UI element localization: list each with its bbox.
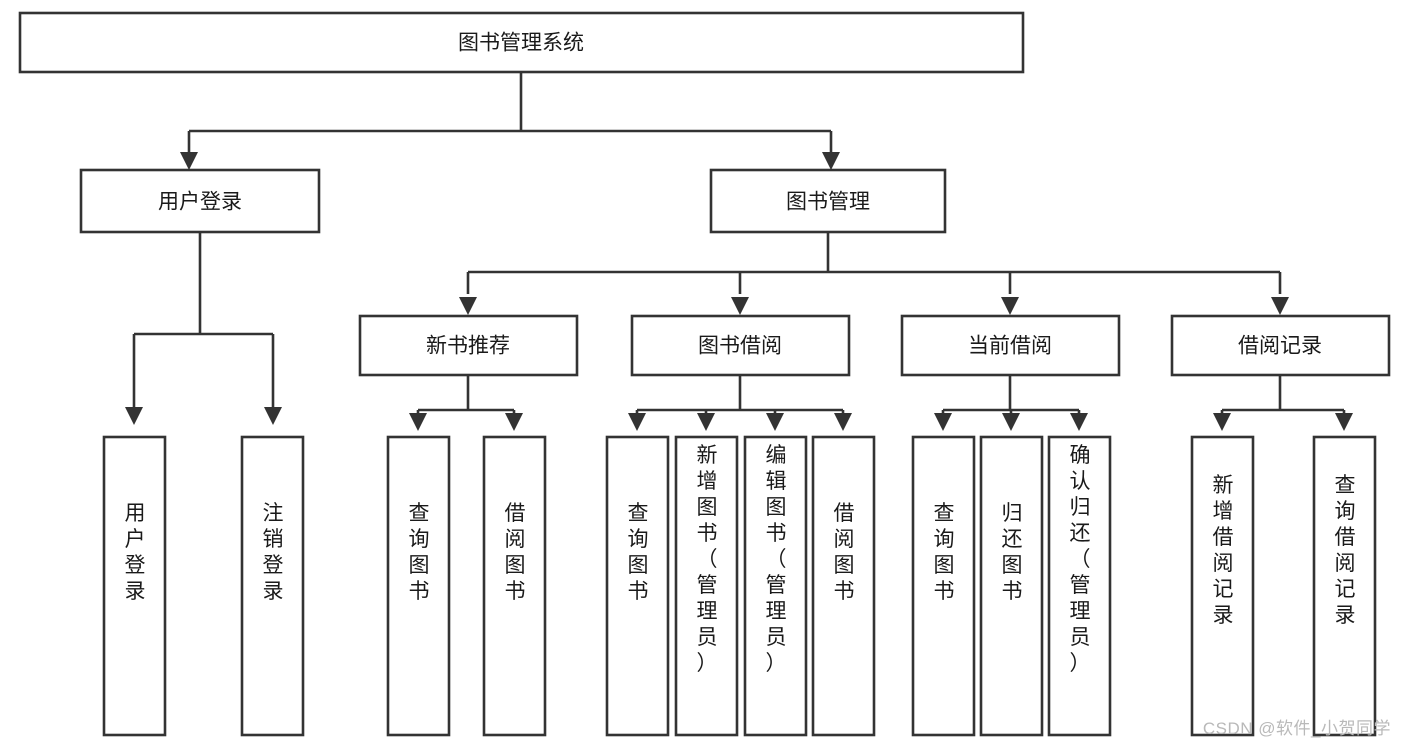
node-leaf-5-label: 查询图书 — [628, 502, 649, 603]
node-leaf-5[interactable]: 查询图书 — [605, 435, 670, 737]
node-leaf-12[interactable]: 新增借阅记录 — [1190, 435, 1255, 737]
node-book-borrow-box[interactable] — [630, 314, 851, 377]
arrow-to-leaf-9 — [934, 413, 952, 431]
arrow-to-book-mgmt — [822, 152, 840, 170]
node-leaf-7-label: 编辑图书（管理员） — [766, 444, 787, 675]
node-leaf-6-box[interactable] — [674, 435, 739, 737]
node-leaf-10-box[interactable] — [979, 435, 1044, 737]
node-borrow-record-box[interactable] — [1170, 314, 1391, 377]
node-book-mgmt-label: 图书管理 — [786, 191, 870, 214]
node-leaf-7-box[interactable] — [743, 435, 808, 737]
node-book-mgmt-box[interactable] — [709, 168, 947, 234]
node-leaf-9-label: 查询图书 — [934, 502, 955, 603]
node-leaf-4-label: 借阅图书 — [505, 502, 526, 603]
node-leaf-10[interactable]: 归还图书 — [979, 435, 1044, 737]
arrow-to-leaf-12 — [1213, 413, 1231, 431]
arrow-to-login — [180, 152, 198, 170]
node-leaf-2-box[interactable] — [240, 435, 305, 737]
node-leaf-4[interactable]: 借阅图书 — [482, 435, 547, 737]
arrow-to-leaf-2 — [264, 407, 282, 425]
node-book-borrow[interactable]: 图书借阅 — [630, 314, 851, 377]
node-leaf-10-label: 归还图书 — [1002, 502, 1023, 603]
arrow-to-leaf-6 — [697, 413, 715, 431]
node-borrow-record[interactable]: 借阅记录 — [1170, 314, 1391, 377]
node-leaf-3-box[interactable] — [386, 435, 451, 737]
node-leaf-9-box[interactable] — [911, 435, 976, 737]
arrow-to-leaf-13 — [1335, 413, 1353, 431]
node-new-book-rec-box[interactable] — [358, 314, 579, 377]
node-leaf-8-label: 借阅图书 — [834, 502, 855, 603]
node-leaf-7[interactable]: 编辑图书（管理员） — [743, 435, 808, 737]
arrow-to-leaf-5 — [628, 413, 646, 431]
node-leaf-2-label: 注销登录 — [263, 502, 284, 603]
arrow-to-leaf-7 — [766, 413, 784, 431]
node-leaf-3-label: 查询图书 — [409, 502, 430, 603]
node-leaf-8[interactable]: 借阅图书 — [811, 435, 876, 737]
node-leaf-13[interactable]: 查询借阅记录 — [1312, 435, 1377, 737]
node-leaf-3[interactable]: 查询图书 — [386, 435, 451, 737]
arrow-to-leaf-1 — [125, 407, 143, 425]
node-login[interactable]: 用户登录 — [79, 168, 321, 234]
node-new-book-rec[interactable]: 新书推荐 — [358, 314, 579, 377]
node-new-book-rec-label: 新书推荐 — [426, 335, 510, 358]
arrow-to-leaf-3 — [409, 413, 427, 431]
arrow-to-borrow-record — [1271, 297, 1289, 315]
node-leaf-6[interactable]: 新增图书（管理员） — [674, 435, 739, 737]
node-leaf-11-label: 确认归还（管理员） — [1070, 444, 1091, 675]
node-book-borrow-label: 图书借阅 — [698, 335, 782, 358]
node-leaf-6-label: 新增图书（管理员） — [697, 444, 718, 675]
node-root[interactable]: 图书管理系统 — [18, 11, 1025, 74]
node-leaf-8-box[interactable] — [811, 435, 876, 737]
node-login-box[interactable] — [79, 168, 321, 234]
node-book-mgmt[interactable]: 图书管理 — [709, 168, 947, 234]
connector-group — [125, 72, 1353, 431]
arrow-to-leaf-10 — [1002, 413, 1020, 431]
node-leaf-2[interactable]: 注销登录 — [240, 435, 305, 737]
node-leaf-12-label: 新增借阅记录 — [1213, 474, 1234, 627]
arrow-to-leaf-11 — [1070, 413, 1088, 431]
node-leaf-1[interactable]: 用户登录 — [102, 435, 167, 737]
node-leaf-13-label: 查询借阅记录 — [1335, 474, 1356, 627]
node-current-borrow[interactable]: 当前借阅 — [900, 314, 1121, 377]
node-leaf-1-box[interactable] — [102, 435, 167, 737]
node-root-label: 图书管理系统 — [458, 32, 584, 55]
arrow-to-book-borrow — [731, 297, 749, 315]
node-leaf-11-box[interactable] — [1047, 435, 1112, 737]
arrow-to-current-borrow — [1001, 297, 1019, 315]
arrow-to-new-book-rec — [459, 297, 477, 315]
arrow-to-leaf-4 — [505, 413, 523, 431]
node-leaf-1-label: 用户登录 — [125, 502, 146, 603]
node-current-borrow-box[interactable] — [900, 314, 1121, 377]
node-login-label: 用户登录 — [158, 191, 242, 214]
node-leaf-12-box[interactable] — [1190, 435, 1255, 737]
node-leaf-9[interactable]: 查询图书 — [911, 435, 976, 737]
node-leaf-11[interactable]: 确认归还（管理员） — [1047, 435, 1112, 737]
node-leaf-13-box[interactable] — [1312, 435, 1377, 737]
node-borrow-record-label: 借阅记录 — [1238, 335, 1322, 358]
node-leaf-5-box[interactable] — [605, 435, 670, 737]
node-leaf-4-box[interactable] — [482, 435, 547, 737]
node-root-box[interactable] — [18, 11, 1025, 74]
node-current-borrow-label: 当前借阅 — [968, 335, 1052, 358]
arrow-to-leaf-8 — [834, 413, 852, 431]
